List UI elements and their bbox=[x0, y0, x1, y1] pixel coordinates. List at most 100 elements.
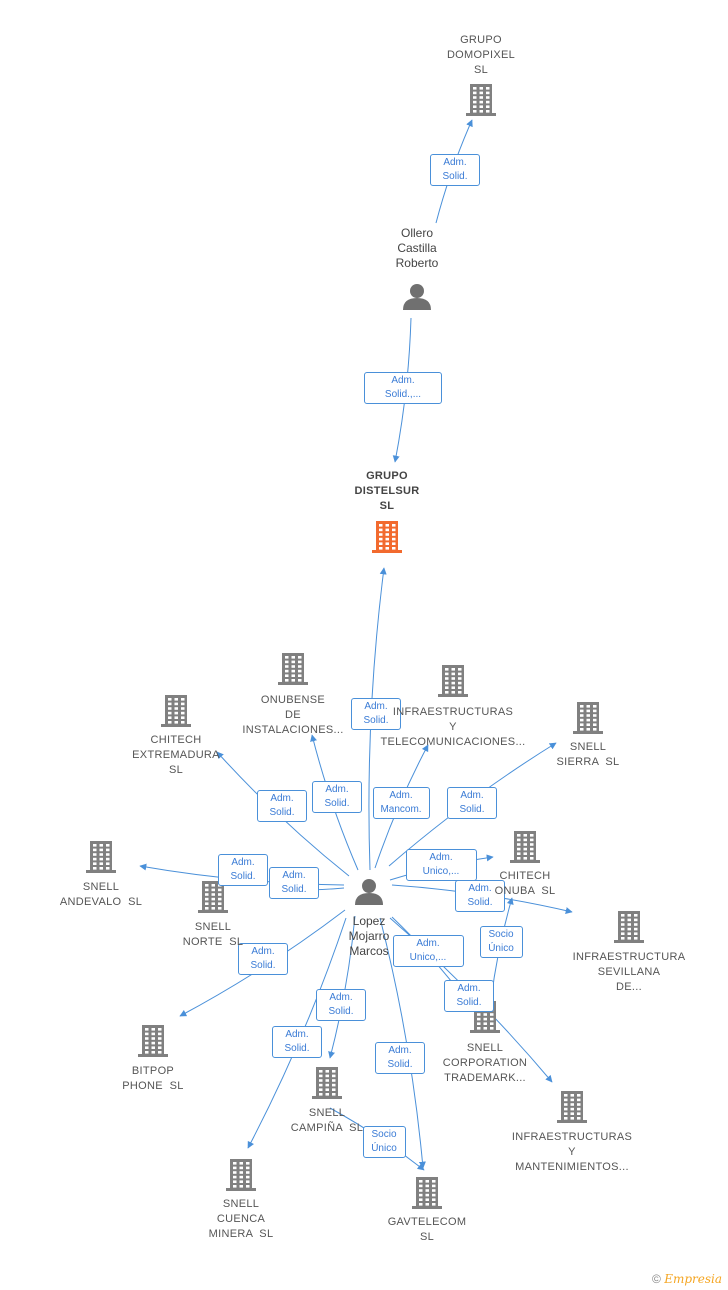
footer-brand: © Empresia bbox=[652, 1272, 722, 1286]
edge-label-line: Solid. bbox=[324, 798, 350, 809]
building-icon-chitech_onuba[interactable] bbox=[510, 831, 540, 863]
edge-label-line: Mancom. bbox=[380, 804, 422, 815]
edge-label-line: Único bbox=[371, 1143, 397, 1154]
building-icon-snell_campina[interactable] bbox=[312, 1067, 342, 1099]
node-label-line: Ollero bbox=[400, 226, 433, 240]
person-icon-lopez[interactable] bbox=[355, 879, 383, 905]
edge-label-lopez-infra_telecom[interactable]: Adm. Mancom. bbox=[372, 787, 430, 819]
node-label-line: Y bbox=[568, 1146, 576, 1158]
edge-label-line: Adm. bbox=[457, 983, 481, 994]
node-label-line: SNELL bbox=[569, 741, 607, 753]
edge-label-line: Solid. bbox=[269, 807, 295, 818]
building-icon-infra_mant[interactable] bbox=[557, 1091, 587, 1123]
edge-label-lopez-onubense[interactable]: Adm. Solid. bbox=[312, 781, 362, 813]
edge-label-line: Unico,... bbox=[422, 866, 460, 877]
edge-label-line: Adm. bbox=[285, 1029, 309, 1040]
edge-label-line: Adm. bbox=[231, 857, 255, 868]
edge-label-line: Adm. bbox=[389, 790, 413, 801]
building-icon-grupo_distelsur[interactable] bbox=[372, 521, 402, 553]
node-label-line: ONUBA SL bbox=[494, 885, 556, 897]
node-label-line: TRADEMARK... bbox=[444, 1072, 526, 1084]
edge-label-lopez-bitpop[interactable]: Adm.Solid. bbox=[238, 943, 288, 975]
person-icon-ollero[interactable] bbox=[403, 284, 431, 310]
node-label-line: SL bbox=[379, 500, 395, 512]
building-icon-snell_andevalo[interactable] bbox=[86, 841, 116, 873]
edge-label-line: Solid. bbox=[328, 1006, 354, 1017]
building-icon-bitpop[interactable] bbox=[138, 1025, 168, 1057]
building-icon-onubense[interactable] bbox=[278, 653, 308, 685]
edge-label-lopez-snell_cuenca[interactable]: Adm.Solid. bbox=[272, 1026, 322, 1058]
node-label-line: SEVILLANA bbox=[597, 966, 661, 978]
edge-label-line: Solid. bbox=[442, 171, 468, 182]
edge-label-line: Adm. bbox=[325, 784, 349, 795]
edge-label-lopez-chitech_extremadura[interactable]: Adm.Solid. bbox=[257, 790, 307, 822]
node-label-line: SNELL bbox=[194, 921, 232, 933]
edge-label-line: Solid. bbox=[230, 871, 256, 882]
edge-label-line: Adm. bbox=[416, 938, 440, 949]
edge-label-lopez-chitech_onuba[interactable]: Adm. Unico,... bbox=[405, 849, 477, 881]
edge-label-lopez-snell_corporation[interactable]: Adm.Unico,... bbox=[392, 935, 464, 967]
building-icon-snell_sierra[interactable] bbox=[573, 702, 603, 734]
node-label-line: MANTENIMIENTOS... bbox=[515, 1161, 629, 1173]
node-label-line: GRUPO bbox=[366, 470, 408, 482]
building-icon-infra_telecom[interactable] bbox=[438, 665, 468, 697]
building-icon-gavtelecom[interactable] bbox=[412, 1177, 442, 1209]
edge-label-lopez-infra_sevillana[interactable]: Adm.Solid. bbox=[455, 880, 505, 912]
edge-label-line: Adm. bbox=[388, 1045, 412, 1056]
node-label-line: SIERRA SL bbox=[556, 756, 620, 768]
building-icon-chitech_extremadura[interactable] bbox=[161, 695, 191, 727]
edge-label-lopez-infra_mant[interactable]: Adm. Solid. bbox=[444, 980, 494, 1012]
edge-label-lopez-snell_andevalo[interactable]: Adm. Solid. bbox=[218, 854, 268, 886]
node-label-line: Roberto bbox=[395, 256, 439, 270]
node-label-line: CUENCA bbox=[216, 1213, 266, 1225]
building-icon-grupo_domopixel[interactable] bbox=[466, 84, 496, 116]
node-label-line: CORPORATION bbox=[442, 1057, 528, 1069]
node-label-snell_corporation[interactable]: SNELL CORPORATION TRADEMARK... bbox=[410, 1041, 560, 1086]
node-label-grupo_distelsur[interactable]: GRUPO DISTELSUR SL bbox=[312, 469, 462, 514]
node-label-snell_sierra[interactable]: SNELL SIERRA SL bbox=[513, 740, 663, 770]
edge-label-line: Socio bbox=[371, 1129, 397, 1140]
edge-label-lopez-snell_campina[interactable]: Adm.Solid. bbox=[316, 989, 366, 1021]
node-label-line: CHITECH bbox=[150, 734, 202, 746]
edge-lopez-snell_campina bbox=[328, 915, 356, 1059]
edge-label-lopez-snell_sierra[interactable]: Adm.Solid. bbox=[447, 787, 497, 819]
edge-label-lopez-grupo_distelsur[interactable]: Adm.Solid. bbox=[351, 698, 401, 730]
edge-label-line: Adm. bbox=[429, 852, 453, 863]
edge-label-line: Adm. bbox=[460, 790, 484, 801]
copyright-symbol: © bbox=[652, 1272, 661, 1286]
node-label-line: SNELL bbox=[466, 1042, 504, 1054]
edge-label-ollero-grupo_distelsur[interactable]: Adm.Solid.,... bbox=[364, 372, 442, 404]
building-icon-infra_sevillana[interactable] bbox=[614, 911, 644, 943]
edge-label-line: Solid. bbox=[456, 997, 482, 1008]
edge-label-lopez-snell_norte[interactable]: Adm.Solid. bbox=[269, 867, 319, 899]
building-icon-snell_norte[interactable] bbox=[198, 881, 228, 913]
edge-label-line: Solid. bbox=[387, 1059, 413, 1070]
node-label-line: INFRAESTRUCTURA bbox=[572, 951, 686, 963]
building-icon-snell_cuenca[interactable] bbox=[226, 1159, 256, 1191]
node-label-line: ONUBENSE bbox=[260, 694, 326, 706]
edge-label-ollero-grupo_domopixel[interactable]: Adm.Solid. bbox=[430, 154, 480, 186]
node-label-line: DISTELSUR bbox=[354, 485, 420, 497]
edge-label-line: Adm. bbox=[251, 946, 275, 957]
node-label-line: INSTALACIONES... bbox=[242, 724, 344, 736]
node-label-line: PHONE SL bbox=[122, 1080, 184, 1092]
edge-label-lopez-gavtelecom[interactable]: Adm. Solid. bbox=[375, 1042, 425, 1074]
